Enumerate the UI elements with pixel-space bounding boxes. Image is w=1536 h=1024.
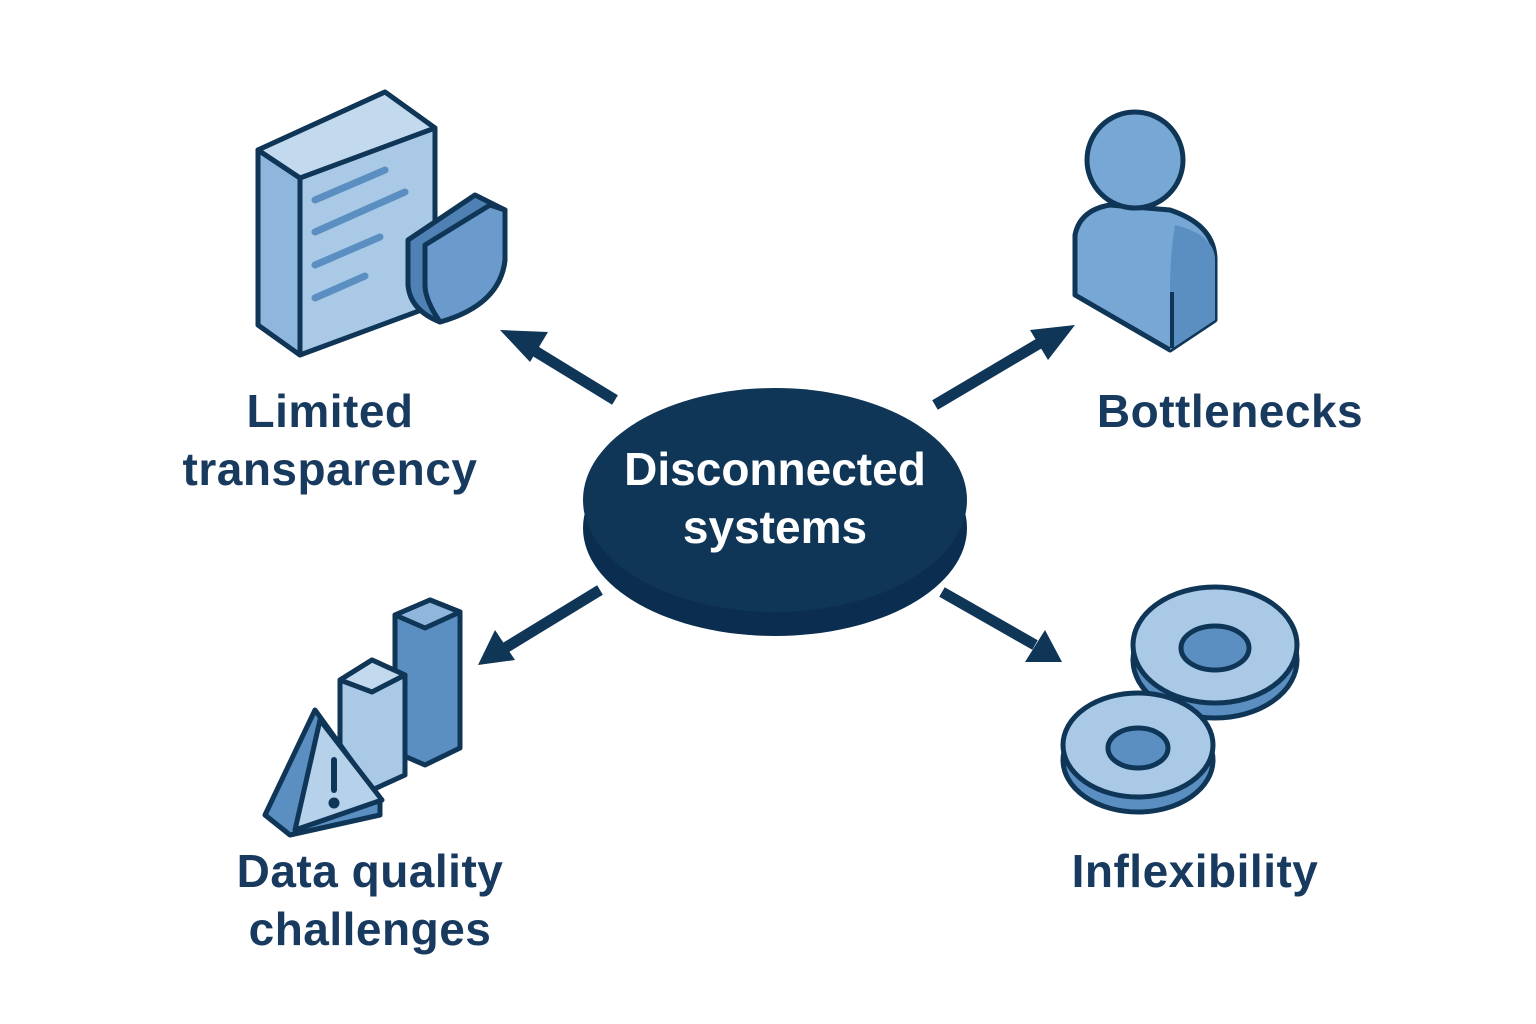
person-icon: [1072, 109, 1218, 353]
center-label: Disconnected systems: [580, 440, 970, 556]
label-line2: challenges: [248, 903, 492, 955]
label-line1: Data quality: [236, 845, 504, 897]
center-label-line2: systems: [682, 501, 868, 553]
center-disc: [583, 388, 967, 636]
label-bottlenecks: Bottlenecks: [1060, 382, 1400, 440]
label-inflexibility: Inflexibility: [1030, 842, 1360, 900]
label-limited-transparency: Limited transparency: [150, 382, 510, 498]
label-line1: Limited: [246, 385, 414, 437]
arrow-to-bottlenecks: [932, 325, 1075, 410]
label-line1: Bottlenecks: [1096, 385, 1364, 437]
gears-icon: [1060, 584, 1300, 815]
label-line1: Inflexibility: [1071, 845, 1319, 897]
arrow-to-inflexibility: [939, 587, 1062, 662]
document-shield-icon: [255, 89, 508, 358]
arrow-to-limited-transparency: [500, 330, 618, 405]
center-label-line1: Disconnected: [624, 443, 926, 495]
arrow-to-data-quality: [478, 585, 603, 665]
label-data-quality: Data quality challenges: [190, 842, 550, 958]
label-line2: transparency: [182, 443, 478, 495]
warning-bar-chart-icon: [262, 597, 463, 838]
